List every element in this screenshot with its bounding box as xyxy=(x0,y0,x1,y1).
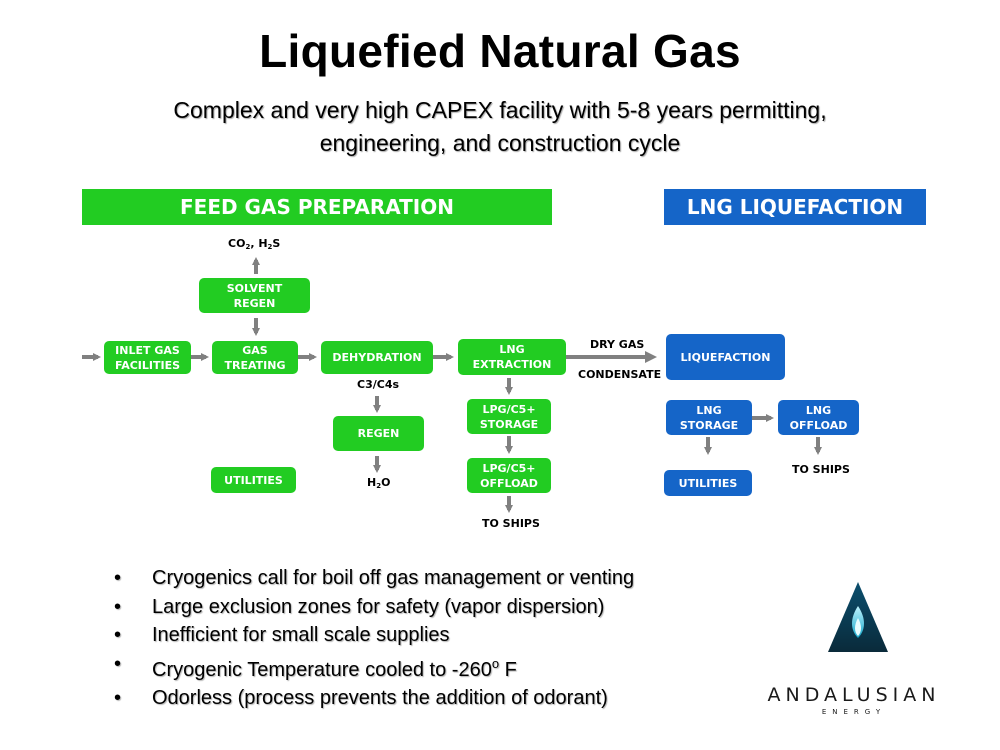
header-lng-liquefaction: LNG LIQUEFACTION xyxy=(664,189,926,225)
box-lng-extraction: LNG EXTRACTION xyxy=(458,339,566,375)
bullet-item: Cryogenics call for boil off gas managem… xyxy=(110,564,634,593)
box-lpg-offload: LPG/C5+ OFFLOAD xyxy=(467,458,551,493)
label-to-ships-lpg: TO SHIPS xyxy=(482,517,540,530)
box-regen: REGEN xyxy=(333,416,424,451)
box-solvent-regen: SOLVENT REGEN xyxy=(199,278,310,313)
label-dry-gas: DRY GAS xyxy=(590,338,645,351)
box-utilities-lng: UTILITIES xyxy=(664,470,752,496)
box-gas-treating: GAS TREATING xyxy=(212,341,298,374)
box-lng-offload: LNG OFFLOAD xyxy=(778,400,859,435)
page-subtitle: Complex and very high CAPEX facility wit… xyxy=(173,97,827,156)
page-title: Liquefied Natural Gas xyxy=(259,25,741,77)
bullet-list: Cryogenics call for boil off gas managem… xyxy=(110,564,634,713)
header-feed-gas-preparation: FEED GAS PREPARATION xyxy=(82,189,552,225)
box-dehydration: DEHYDRATION xyxy=(321,341,433,374)
bullet-item: Odorless (process prevents the addition … xyxy=(110,684,634,713)
label-h2o: H2O xyxy=(367,476,391,490)
bullet-item: Cryogenic Temperature cooled to -260o F xyxy=(110,650,634,685)
label-condensate: CONDENSATE xyxy=(578,368,662,381)
logo-tagline: ENERGY xyxy=(821,708,887,716)
bullet-item: Inefficient for small scale supplies xyxy=(110,621,634,650)
bullet-item: Large exclusion zones for safety (vapor … xyxy=(110,593,634,622)
label-co2-h2s: CO2, H2S xyxy=(228,237,281,251)
box-lpg-storage: LPG/C5+ STORAGE xyxy=(467,399,551,434)
box-lng-storage: LNG STORAGE xyxy=(666,400,752,435)
logo-name: ANDALUSIAN xyxy=(767,684,941,706)
label-to-ships-lng: TO SHIPS xyxy=(792,463,850,476)
box-inlet-gas-facilities: INLET GAS FACILITIES xyxy=(104,341,191,374)
box-utilities-feed: UTILITIES xyxy=(211,467,296,493)
label-c3c4s: C3/C4s xyxy=(357,378,400,391)
flame-triangle-icon xyxy=(828,582,888,652)
box-liquefaction: LIQUEFACTION xyxy=(666,334,785,380)
